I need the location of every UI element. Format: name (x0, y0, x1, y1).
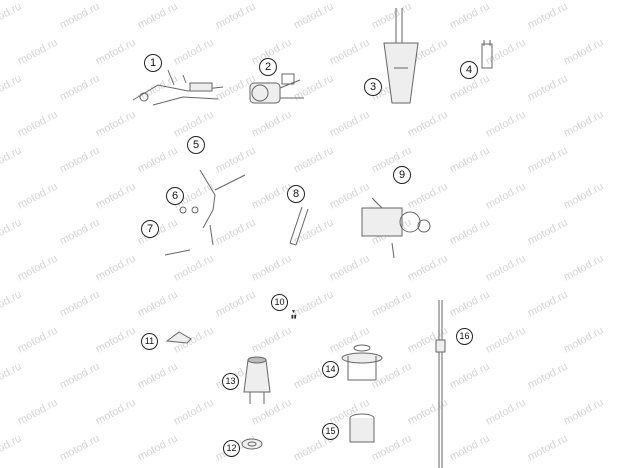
watermark-text: motod.ru (561, 108, 606, 140)
part-13-bell (240, 352, 275, 407)
watermark-text: motod.ru (0, 216, 24, 248)
part-16-rod (430, 300, 450, 468)
callout-8: 8 (287, 185, 305, 203)
watermark-text: motod.ru (525, 72, 570, 104)
part-8-pedal (282, 205, 312, 250)
callout-7: 7 (141, 220, 159, 238)
watermark-text: motod.ru (483, 252, 528, 284)
watermark-text: motod.ru (0, 72, 24, 104)
watermark-text: motod.ru (291, 0, 336, 32)
callout-3: 3 (364, 78, 382, 96)
watermark-text: motod.ru (525, 432, 570, 464)
watermark-text: motod.ru (57, 0, 102, 32)
part-9-assembly (352, 188, 442, 268)
watermark-text: motod.ru (57, 144, 102, 176)
callout-12: 12 (223, 440, 240, 457)
watermark-text: motod.ru (291, 144, 336, 176)
callout-16: 16 (456, 328, 473, 345)
watermark-text: motod.ru (57, 216, 102, 248)
watermark-text: motod.ru (93, 252, 138, 284)
part-12-washer (240, 437, 265, 451)
callout-6: 6 (166, 187, 184, 205)
watermark-text: motod.ru (525, 144, 570, 176)
watermark-text: motod.ru (15, 252, 60, 284)
watermark-text: motod.ru (15, 180, 60, 212)
callout-13: 13 (222, 373, 239, 390)
callout-15: 15 (322, 423, 339, 440)
part-3-fork (378, 8, 428, 108)
watermark-text: motod.ru (561, 36, 606, 68)
part-14-dome (340, 340, 385, 385)
watermark-text: motod.ru (0, 0, 24, 32)
watermark-text: motod.ru (525, 0, 570, 32)
watermark-text: motod.ru (561, 180, 606, 212)
watermark-text: motod.ru (213, 288, 258, 320)
watermark-text: motod.ru (15, 396, 60, 428)
watermark-text: motod.ru (171, 396, 216, 428)
watermark-text: motod.ru (483, 108, 528, 140)
part-11-clip (165, 327, 195, 347)
watermark-text: motod.ru (327, 108, 372, 140)
watermark-text: motod.ru (93, 396, 138, 428)
watermark-text: motod.ru (291, 288, 336, 320)
watermark-text: motod.ru (561, 324, 606, 356)
watermark-text: motod.ru (0, 432, 24, 464)
part-15-cup (345, 410, 380, 450)
watermark-text: motod.ru (57, 72, 102, 104)
watermark-text: motod.ru (57, 288, 102, 320)
watermark-text: motod.ru (249, 252, 294, 284)
watermark-text: motod.ru (447, 360, 492, 392)
watermark-text: motod.ru (0, 360, 24, 392)
watermark-text: motod.ru (483, 396, 528, 428)
callout-5: 5 (187, 136, 205, 154)
watermark-text: motod.ru (15, 36, 60, 68)
watermark-text: motod.ru (135, 360, 180, 392)
callout-14: 14 (322, 361, 339, 378)
part-10-fastener: ▼▮▮ (291, 309, 297, 320)
watermark-text: motod.ru (447, 288, 492, 320)
watermark-text: motod.ru (57, 360, 102, 392)
watermark-text: motod.ru (369, 288, 414, 320)
callout-4: 4 (460, 61, 478, 79)
watermark-text: motod.ru (525, 360, 570, 392)
callout-9: 9 (393, 166, 411, 184)
watermark-text: motod.ru (93, 324, 138, 356)
part-4-bracket (478, 40, 498, 80)
watermark-text: motod.ru (561, 396, 606, 428)
watermark-text: motod.ru (525, 288, 570, 320)
watermark-text: motod.ru (405, 108, 450, 140)
watermark-text: motod.ru (135, 432, 180, 464)
watermark-text: motod.ru (447, 216, 492, 248)
callout-2: 2 (259, 58, 277, 76)
watermark-text: motod.ru (213, 0, 258, 32)
watermark-text: motod.ru (135, 0, 180, 32)
callout-11: 11 (141, 333, 158, 350)
part-5-lever-assembly (155, 150, 250, 270)
part-2-carburetor (238, 68, 313, 118)
watermark-text: motod.ru (561, 252, 606, 284)
watermark-text: motod.ru (15, 108, 60, 140)
watermark-text: motod.ru (483, 324, 528, 356)
watermark-text: motod.ru (0, 288, 24, 320)
callout-1: 1 (144, 54, 162, 72)
watermark-text: motod.ru (249, 324, 294, 356)
callout-10: 10 (271, 294, 288, 311)
watermark-text: motod.ru (447, 432, 492, 464)
watermark-text: motod.ru (483, 180, 528, 212)
watermark-text: motod.ru (0, 144, 24, 176)
watermark-text: motod.ru (93, 180, 138, 212)
part-1-lever (128, 55, 238, 125)
watermark-text: motod.ru (327, 36, 372, 68)
watermark-text: motod.ru (135, 288, 180, 320)
watermark-text: motod.ru (447, 144, 492, 176)
watermark-text: motod.ru (525, 216, 570, 248)
watermark-text: motod.ru (57, 432, 102, 464)
watermark-text: motod.ru (15, 324, 60, 356)
watermark-text: motod.ru (447, 0, 492, 32)
